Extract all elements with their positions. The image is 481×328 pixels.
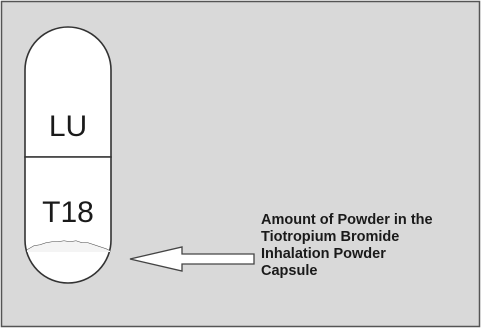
callout-line: Amount of Powder in the: [261, 212, 433, 228]
callout-line: Tiotropium Bromide: [261, 229, 400, 245]
arrow-icon: [129, 246, 255, 272]
capsule-body-imprint: T18: [42, 196, 94, 229]
capsule-cap-imprint: LU: [49, 110, 87, 143]
callout-line: Capsule: [261, 263, 318, 279]
capsule-cap: [24, 26, 112, 158]
callout-line: Inhalation Powder: [261, 246, 386, 262]
powder-fill: [27, 241, 110, 252]
capsule: LU T18: [24, 26, 112, 284]
powder-amount-callout: Amount of Powder in the Tiotropium Bromi…: [261, 212, 479, 280]
